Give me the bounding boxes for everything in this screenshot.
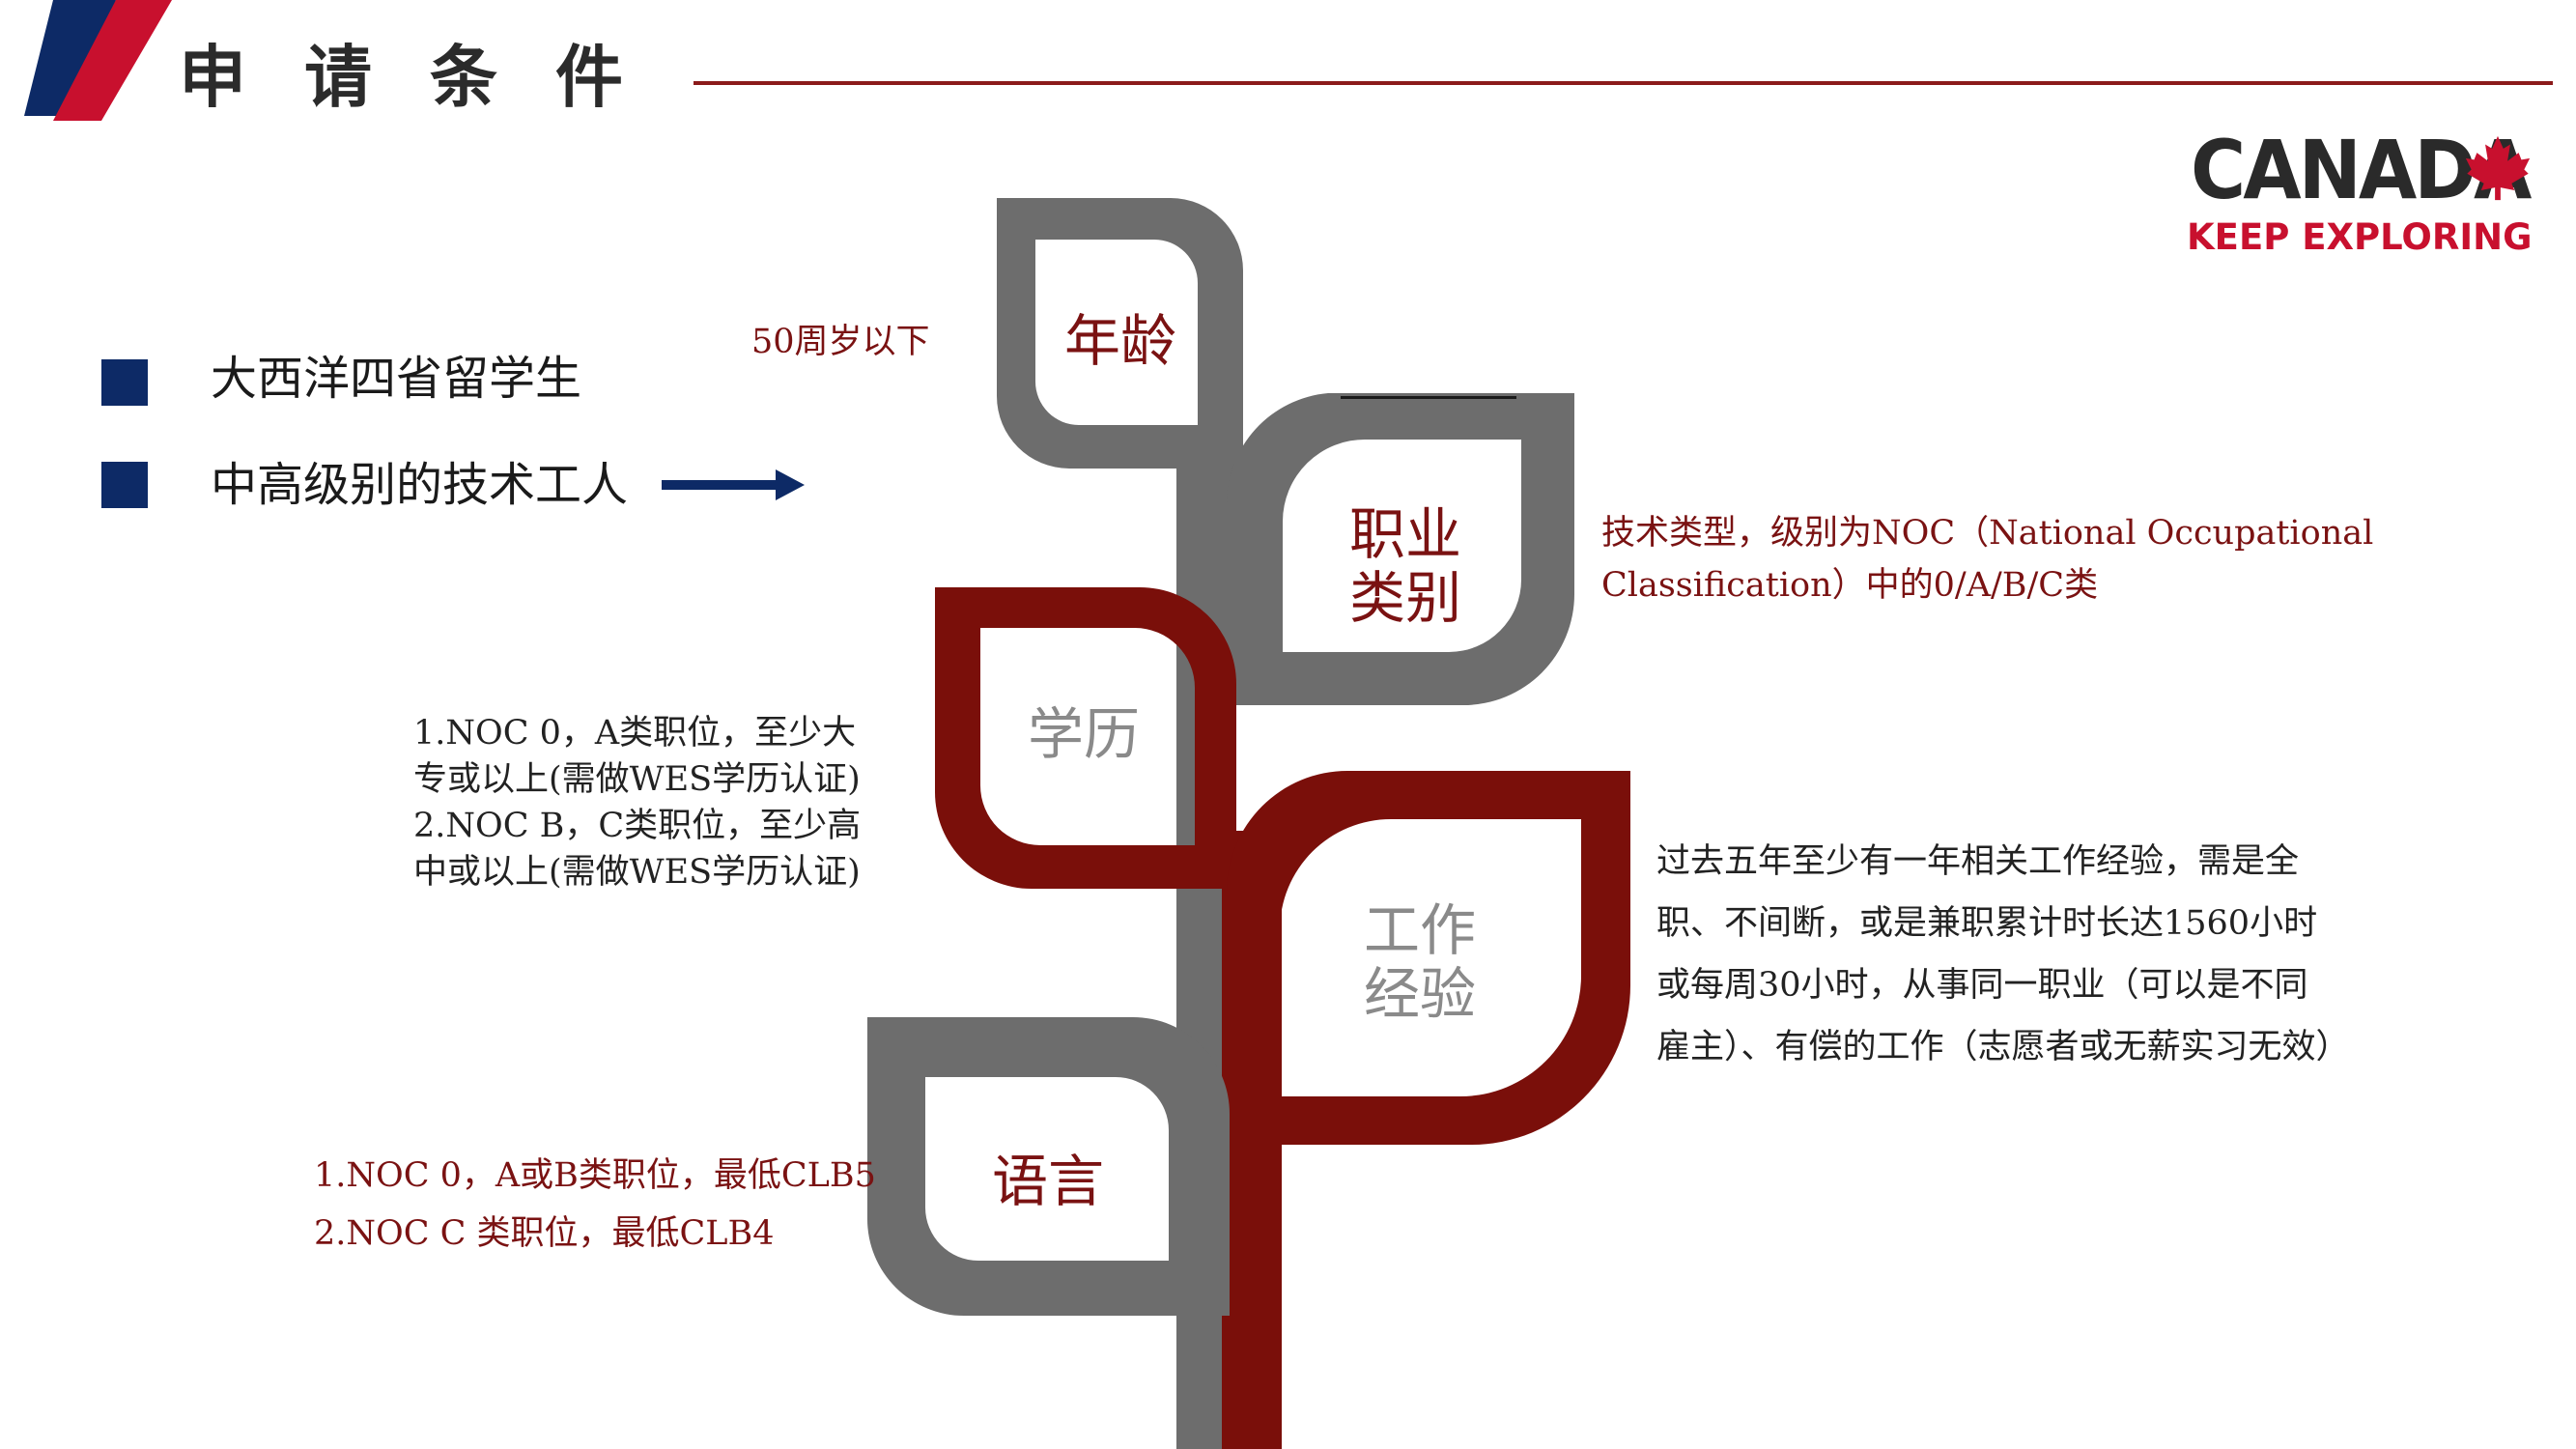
leaf-age — [997, 198, 1243, 469]
leaf-label-education: 学历 — [1027, 701, 1140, 767]
leaf-label-age: 年龄 — [1063, 308, 1176, 374]
page-title: 申请条件 — [179, 38, 681, 117]
red-stripe — [53, 0, 172, 121]
leaf-language — [867, 1017, 1230, 1316]
bullet-text-students: 大西洋四省留学生 — [211, 352, 582, 406]
leaf-education — [935, 587, 1236, 889]
note-language: 1.NOC 0，A或B类职位，最低CLB5 2.NOC C 类职位，最低CLB4 — [314, 1156, 876, 1253]
maple-leaf-icon — [2465, 135, 2531, 201]
note-occupation: 技术类型，级别为NOC（National Occupational Classi… — [1601, 514, 2374, 605]
leaf-label-experience: 工作 经验 — [1363, 897, 1476, 1027]
bullet-square — [101, 359, 148, 406]
leaf-label-occupation: 职业 类别 — [1348, 501, 1461, 631]
bullet-text-workers: 中高级别的技术工人 — [211, 458, 629, 512]
bullet-square — [101, 462, 148, 508]
leaf-label-language: 语言 — [991, 1149, 1104, 1214]
leaf-accent-line — [1341, 396, 1516, 399]
note-experience: 过去五年至少有一年相关工作经验，需是全 职、不间断，或是兼职累计时长达1560小… — [1656, 842, 2350, 1066]
note-education: 1.NOC 0，A类职位，至少大 专或以上(需做WES学历认证) 2.NOC B… — [413, 714, 862, 892]
arrow-right-icon — [662, 469, 805, 500]
corner-stripes-icon — [24, 0, 172, 121]
leaf-occupation — [1226, 393, 1574, 705]
note-age: 50周岁以下 — [751, 323, 930, 361]
title-divider — [694, 81, 2553, 85]
logo-tagline: KEEP EXPLORING — [2187, 216, 2533, 258]
leaf-experience — [1227, 771, 1630, 1145]
blue-stripe — [24, 0, 116, 116]
